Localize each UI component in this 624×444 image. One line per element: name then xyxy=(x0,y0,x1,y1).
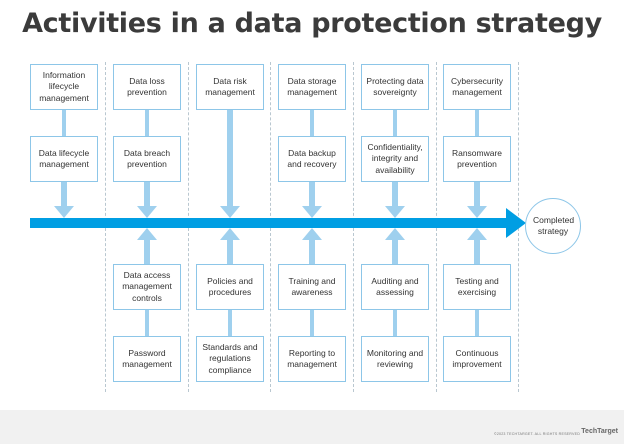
activity-label: Testing and exercising xyxy=(455,275,499,297)
activity-label: Data lifecycle management xyxy=(38,147,90,169)
main-timeline-arrow-shaft xyxy=(30,218,516,228)
arrow-shaft xyxy=(474,240,480,264)
bottom-row-1-box: Testing and exercising xyxy=(443,264,511,310)
diagram-title: Activities in a data protection strategy xyxy=(22,8,602,39)
arrow-shaft xyxy=(144,182,150,206)
arrow-shaft xyxy=(392,240,398,264)
arrow-down-icon xyxy=(220,206,240,218)
top-row-1-box: Cybersecurity management xyxy=(443,64,511,110)
arrow-shaft xyxy=(144,240,150,264)
box-connector xyxy=(310,110,314,136)
activity-label: Monitoring and reviewing xyxy=(366,347,424,369)
box-connector xyxy=(228,310,232,336)
box-connector xyxy=(62,110,66,136)
completed-strategy-label: Completed strategy xyxy=(533,214,575,236)
box-connector xyxy=(393,310,397,336)
arrow-shaft xyxy=(474,182,480,206)
arrow-up-icon xyxy=(467,228,487,240)
arrow-down-icon xyxy=(137,206,157,218)
arrow-shaft xyxy=(392,182,398,206)
arrow-shaft xyxy=(309,240,315,264)
activity-label: Information lifecycle management xyxy=(39,70,89,103)
top-row-1-box: Information lifecycle management xyxy=(30,64,98,110)
activity-label: Auditing and assessing xyxy=(371,275,419,297)
activity-label: Password management xyxy=(122,347,172,369)
arrow-up-icon xyxy=(137,228,157,240)
box-connector xyxy=(145,110,149,136)
top-row-2-box: Data backup and recovery xyxy=(278,136,346,182)
top-row-1-box: Protecting data sovereignty xyxy=(361,64,429,110)
box-connector xyxy=(475,110,479,136)
activity-label: Data backup and recovery xyxy=(287,147,337,169)
activity-label: Data storage management xyxy=(287,75,337,97)
bottom-row-1-box: Auditing and assessing xyxy=(361,264,429,310)
bottom-row-2-box: Password management xyxy=(113,336,181,382)
bottom-row-2-box: Monitoring and reviewing xyxy=(361,336,429,382)
activity-label: Standards and regulations compliance xyxy=(202,342,258,375)
activity-label: Reporting to management xyxy=(287,347,337,369)
main-arrow-head-icon xyxy=(506,208,526,238)
copyright-text: ©2023 TECHTARGET. ALL RIGHTS RESERVED xyxy=(493,432,580,436)
arrow-shaft xyxy=(309,182,315,206)
bottom-row-2-box: Reporting to management xyxy=(278,336,346,382)
activity-label: Continuous improvement xyxy=(452,347,502,369)
bottom-row-1-box: Training and awareness xyxy=(278,264,346,310)
arrow-down-icon xyxy=(54,206,74,218)
activity-label: Protecting data sovereignty xyxy=(366,75,424,97)
top-row-1-box: Data storage management xyxy=(278,64,346,110)
footer-band: ©2023 TECHTARGET. ALL RIGHTS RESERVED Te… xyxy=(0,410,624,444)
arrow-shaft xyxy=(227,110,233,206)
completed-strategy-circle: Completed strategy xyxy=(525,198,581,254)
activity-label: Data risk management xyxy=(205,75,255,97)
top-row-1-box: Data risk management xyxy=(196,64,264,110)
box-connector xyxy=(393,110,397,136)
arrow-shaft xyxy=(227,240,233,264)
activity-label: Training and awareness xyxy=(288,275,336,297)
bottom-row-1-box: Policies and procedures xyxy=(196,264,264,310)
activity-label: Policies and procedures xyxy=(207,275,253,297)
bottom-row-2-box: Continuous improvement xyxy=(443,336,511,382)
top-row-2-box: Confidentiality, integrity and availabil… xyxy=(361,136,429,182)
box-connector xyxy=(310,310,314,336)
arrow-up-icon xyxy=(220,228,240,240)
top-row-2-box: Data breach prevention xyxy=(113,136,181,182)
arrow-up-icon xyxy=(385,228,405,240)
box-connector xyxy=(145,310,149,336)
box-connector xyxy=(475,310,479,336)
activity-label: Confidentiality, integrity and availabil… xyxy=(367,142,423,175)
activity-label: Ransomware prevention xyxy=(451,147,503,169)
arrow-shaft xyxy=(61,182,67,206)
arrow-down-icon xyxy=(467,206,487,218)
activity-label: Data breach prevention xyxy=(123,147,171,169)
activity-label: Data loss prevention xyxy=(127,75,167,97)
activity-label: Cybersecurity management xyxy=(451,75,503,97)
bottom-row-1-box: Data access management controls xyxy=(113,264,181,310)
brand-logo: TechTarget xyxy=(581,428,618,435)
top-row-2-box: Data lifecycle management xyxy=(30,136,98,182)
activity-label: Data access management controls xyxy=(122,270,172,303)
arrow-up-icon xyxy=(302,228,322,240)
top-row-2-box: Ransomware prevention xyxy=(443,136,511,182)
bottom-row-2-box: Standards and regulations compliance xyxy=(196,336,264,382)
arrow-down-icon xyxy=(385,206,405,218)
arrow-down-icon xyxy=(302,206,322,218)
top-row-1-box: Data loss prevention xyxy=(113,64,181,110)
